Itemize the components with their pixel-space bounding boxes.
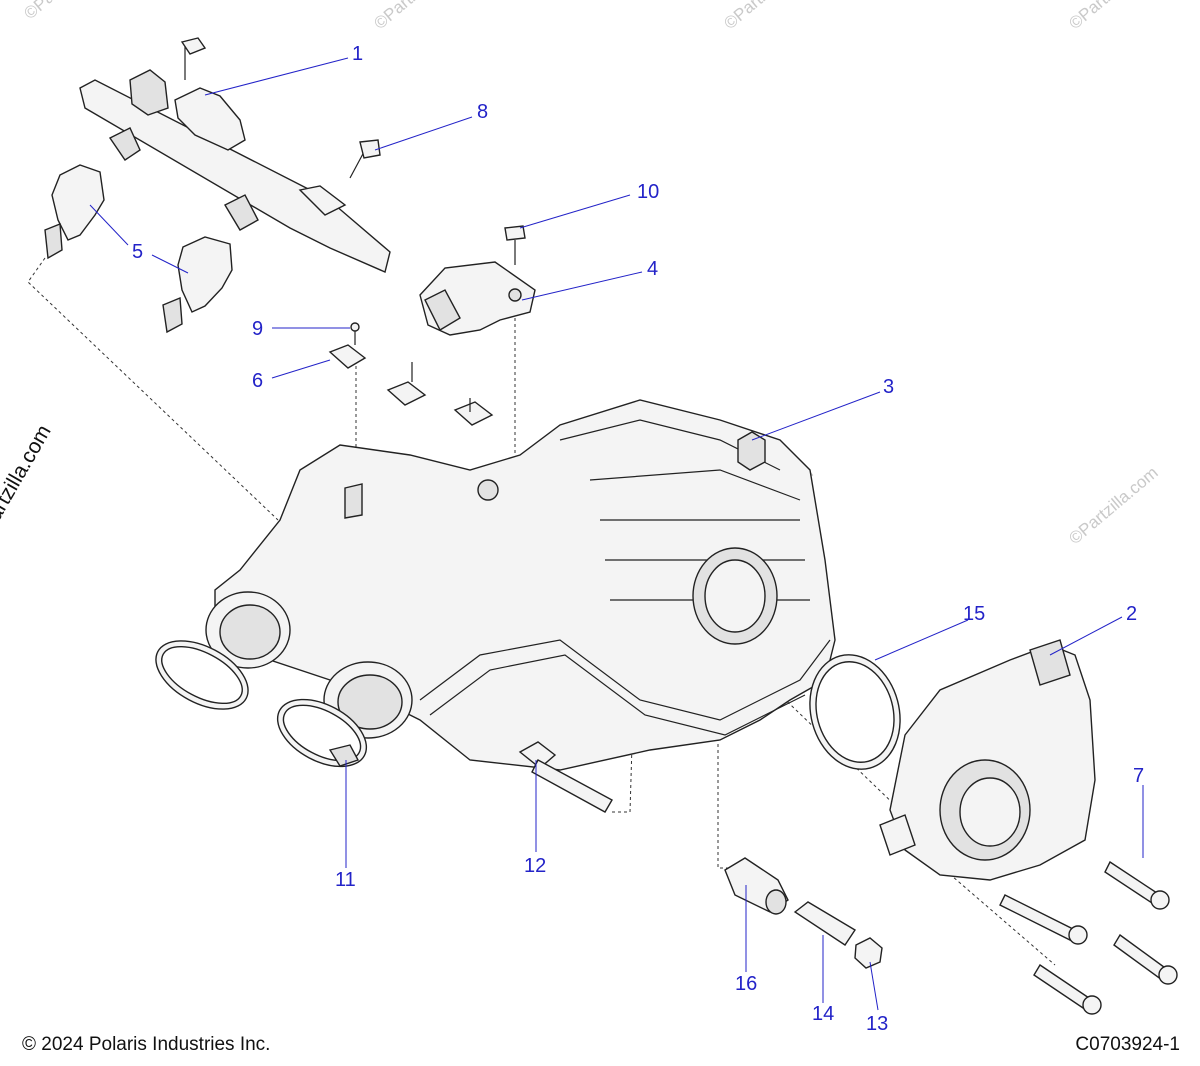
bolt-head — [518, 741, 557, 769]
manifold-runner-bore — [337, 674, 403, 730]
bolt-12 — [518, 741, 613, 813]
callout-16: 16 — [735, 973, 757, 995]
map-sensor-connector — [424, 289, 461, 331]
leader-line-15 — [874, 619, 969, 661]
bolt-shank — [531, 759, 613, 813]
throttle-bore-inner — [704, 559, 766, 633]
manifold-boss — [477, 479, 499, 501]
screw-head — [504, 225, 526, 241]
clamp-screw — [328, 744, 360, 767]
callout-1: 1 — [352, 43, 363, 65]
manifold-gasket — [429, 654, 806, 736]
bolt-head — [1150, 890, 1170, 910]
mount-hardware — [724, 857, 883, 969]
leader-line-5 — [151, 254, 189, 274]
screw-9-head — [350, 322, 360, 332]
callout-6: 6 — [252, 370, 263, 392]
screw-10 — [504, 225, 526, 265]
callout-7: 7 — [1133, 765, 1144, 787]
clips-and-screws — [328, 322, 494, 426]
copyright-text: © 2024 Polaris Industries Inc. — [22, 1034, 271, 1055]
leader-line-1 — [204, 57, 349, 96]
hose-clamps — [155, 640, 368, 768]
callout-11: 11 — [335, 869, 356, 891]
callout-3: 3 — [883, 376, 894, 398]
figure-id: C0703924-1 — [1075, 1034, 1180, 1055]
rail-screw-head — [180, 37, 207, 55]
map-sensor — [419, 261, 536, 336]
watermark: ©Partzilla.com — [20, 0, 116, 23]
bolts-7 — [999, 860, 1178, 1015]
bolt-head — [1158, 965, 1178, 985]
fuel-injectors — [44, 164, 233, 334]
watermark: ©Partzilla.com — [1065, 0, 1161, 33]
throttle-body-nipple — [879, 814, 916, 856]
spacer-14 — [793, 901, 856, 946]
callout-15: 15 — [963, 603, 985, 625]
leader-line-4 — [521, 271, 643, 301]
watermark: ©Partzilla.com — [370, 0, 466, 33]
fuel-injector — [51, 164, 105, 241]
callout-14: 14 — [812, 1003, 834, 1025]
callout-13: 13 — [866, 1013, 888, 1035]
map-sensor-hole — [508, 288, 522, 302]
intake-manifold — [205, 399, 836, 771]
manifold-boss — [737, 431, 766, 471]
injector-tip — [162, 296, 183, 334]
callout-10: 10 — [637, 181, 659, 203]
leader-line-13 — [869, 961, 879, 1011]
leader-line-3 — [751, 391, 881, 441]
callout-4: 4 — [647, 258, 658, 280]
callout-2: 2 — [1126, 603, 1137, 625]
fuel-rail-boss — [224, 194, 259, 231]
bolt-head — [1068, 925, 1088, 945]
fuel-rail-bracket — [298, 185, 347, 216]
assembly-line — [612, 744, 633, 813]
leader-lines — [89, 57, 1144, 1011]
screw-head — [359, 139, 381, 159]
throttle-body — [879, 639, 1096, 881]
throttle-body-bore-inner — [959, 777, 1021, 847]
assembly-line — [944, 869, 1056, 966]
clip-6 — [328, 344, 367, 369]
throttle-body-connector — [1029, 639, 1071, 686]
injector-tip — [44, 222, 63, 260]
leader-line-5 — [89, 204, 129, 246]
fuel-rail — [79, 37, 391, 273]
pressure-regulator — [174, 87, 246, 151]
watermark: ©Partzilla.com — [720, 0, 816, 33]
hose-clamp-inner — [161, 645, 243, 705]
leader-line-6 — [271, 359, 331, 379]
callout-8: 8 — [477, 101, 488, 123]
bolt — [999, 894, 1076, 941]
callout-9: 9 — [252, 318, 263, 340]
watermark: ©Partzilla.com — [1065, 463, 1161, 548]
bolt-head — [1082, 995, 1102, 1015]
assembly-line — [27, 257, 279, 521]
manifold-boss — [344, 483, 363, 519]
screw-8 — [349, 139, 381, 179]
manifold-gasket — [419, 639, 831, 721]
fuel-rail-port — [129, 69, 169, 116]
clip — [386, 381, 427, 406]
leader-line-2 — [1049, 616, 1123, 656]
nut-13 — [854, 937, 883, 969]
callout-5: 5 — [132, 241, 143, 263]
fuel-rail-boss — [108, 127, 141, 161]
callout-12: 12 — [524, 855, 546, 877]
fuel-injector — [177, 236, 233, 313]
throttle-gasket — [809, 654, 901, 770]
manifold-runner-bore — [219, 604, 281, 660]
clip — [453, 401, 494, 426]
callout-numbers: 1 2 3 4 5 6 7 8 9 10 11 12 13 14 15 16 — [132, 43, 1144, 1035]
grommet-hole — [765, 889, 787, 915]
manifold-ribs — [589, 469, 801, 501]
leader-line-10 — [519, 194, 631, 229]
leader-line-8 — [374, 116, 473, 151]
gasket-ring-inner — [815, 661, 895, 763]
